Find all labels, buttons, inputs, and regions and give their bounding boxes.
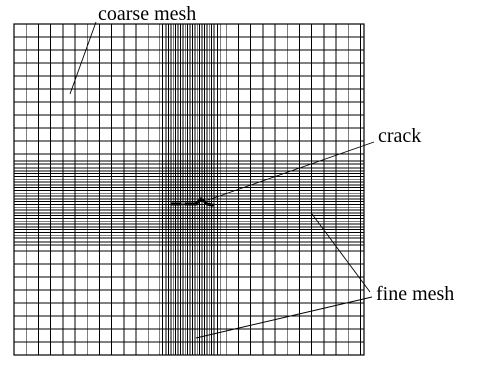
mesh-grid	[14, 24, 364, 355]
fine-mesh-label: fine mesh	[376, 283, 454, 305]
coarse-mesh-leader	[69, 21, 97, 95]
coarse-mesh-label: coarse mesh	[98, 3, 196, 25]
crack-shape	[170, 197, 214, 207]
fine-mesh-leader-lower	[195, 296, 373, 339]
mesh-border	[13, 23, 365, 356]
crack-leader	[207, 141, 375, 201]
crack-label: crack	[378, 125, 421, 147]
fine-mesh-leader-upper	[311, 213, 371, 293]
